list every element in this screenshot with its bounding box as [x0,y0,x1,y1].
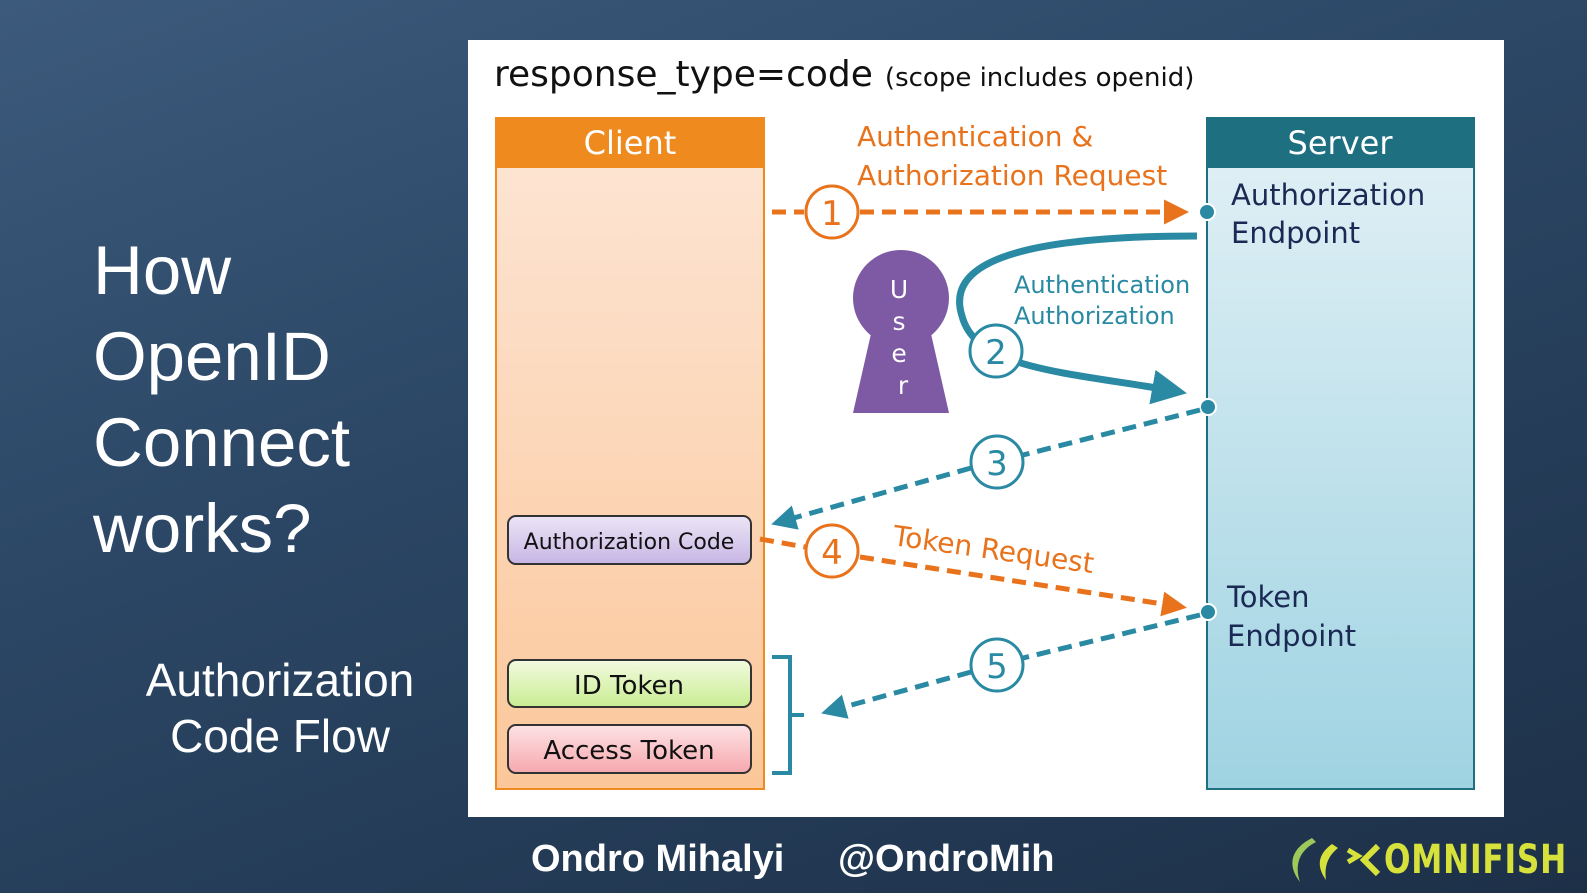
diagram-heading: response_type=code (scope includes openid… [494,54,1194,95]
server-label: Server [1288,124,1394,162]
slide-title: How OpenID Connect works? [93,228,453,572]
step5-arrow [821,669,972,719]
user-letter: s [893,307,906,336]
step4-number: 4 [821,533,843,573]
authorization-code-label: Authorization Code [524,530,735,555]
user-label: U s e r [890,275,916,400]
flow-diagram: response_type=code (scope includes openid… [494,54,1475,790]
subtitle-line: Code Flow [170,710,390,762]
step5-number: 5 [986,647,1008,687]
step2-arrow [956,232,1198,405]
step2-label-line: Authentication [1014,271,1190,299]
title-line: Connect [93,404,350,481]
slide-subtitle: Authorization Code Flow [110,652,450,764]
step4-label: Token Request [890,519,1096,580]
step3-number: 3 [986,444,1008,484]
step3-arrow-start [1022,407,1201,458]
endpoint-line: Endpoint [1231,216,1360,250]
diagram-panel: response_type=code (scope includes openid… [468,40,1504,817]
step1-label-line: Authentication & [857,120,1093,153]
server-header [1207,118,1474,168]
token-endpoint-dot [1199,603,1217,621]
id-token-label: ID Token [574,671,684,701]
authorization-code-box [507,515,752,565]
title-line: works? [93,490,312,567]
authorization-endpoint-dot [1198,203,1216,221]
step4-badge [804,523,860,579]
step1-label: Authentication & Authorization Request [857,120,1167,192]
footer-handle: @OndroMih [838,838,1055,880]
step3-arrow [771,465,972,530]
endpoint-line: Token [1226,580,1310,614]
step1-badge [804,184,860,240]
access-token-box [507,724,752,774]
step2-label: Authentication Authorization [1014,271,1198,330]
step5-arrow-start [1022,612,1201,661]
client-header [496,118,764,168]
redirect-dot [1199,398,1217,416]
step5-badge [969,637,1025,693]
step3-badge [969,434,1025,490]
access-token-label: Access Token [543,736,714,766]
title-line: How [93,232,232,309]
tokens-bracket [772,655,804,775]
fish-icon [1292,838,1381,882]
step2-label-line: Authorization [1014,302,1175,330]
step2-number: 2 [985,333,1007,373]
endpoint-line: Authorization [1231,178,1425,212]
heading-code: response_type=code [494,54,873,95]
id-token-box [507,659,752,708]
title-line: OpenID [93,318,331,395]
logo-text: OMNIFISH [1384,837,1568,883]
user-letter: r [898,371,909,400]
step4-arrow [859,554,1187,617]
user-letter: e [891,339,906,368]
omnifish-logo: OMNIFISH [1282,834,1582,886]
footer-author: Ondro Mihalyi [531,838,785,880]
user-letter: U [890,275,908,304]
step1-label-line: Authorization Request [857,159,1167,192]
client-label: Client [584,124,677,162]
step2-badge [968,323,1024,379]
subtitle-line: Authorization [145,654,415,706]
token-endpoint-label: Token Endpoint [1226,580,1356,653]
authorization-endpoint-label: Authorization Endpoint [1231,178,1434,250]
endpoint-line: Endpoint [1227,619,1356,653]
user-icon [853,250,949,413]
step1-number: 1 [821,194,843,234]
heading-note: (scope includes openid) [885,63,1194,93]
step4-arrow-start [759,536,806,550]
